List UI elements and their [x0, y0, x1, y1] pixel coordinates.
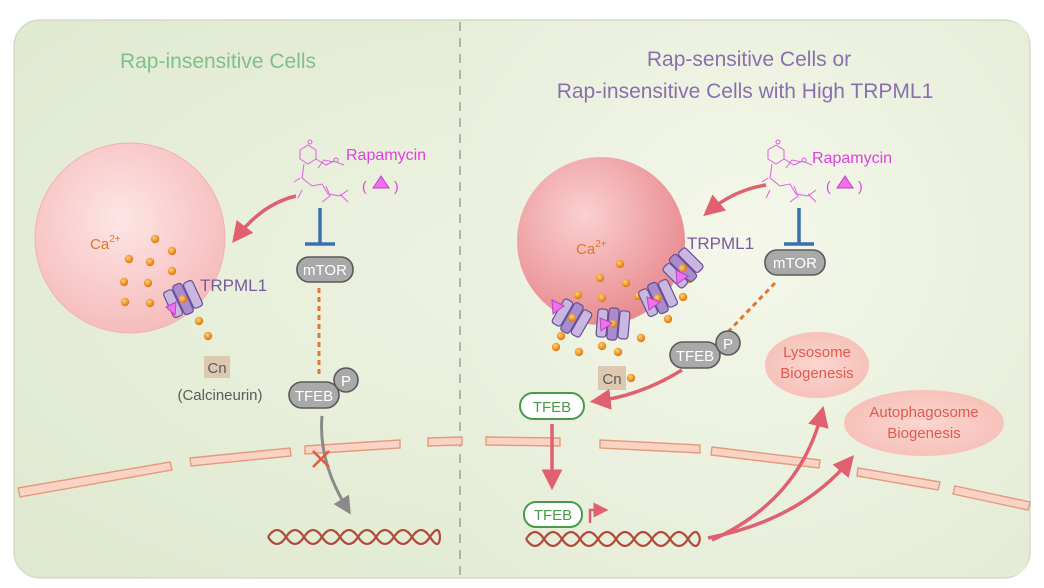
tfeb-active-pill — [519, 392, 585, 420]
rapamycin-paren-close-left: ) — [394, 178, 399, 194]
trpml1-label-right: TRPML1 — [687, 234, 754, 253]
arrow-to-lysosome-biogenesis — [711, 405, 829, 542]
tfeb-phospho-pill-left — [288, 381, 340, 409]
mtor-pill-right — [764, 249, 826, 276]
dna-left — [267, 528, 442, 546]
arrow-to-autophagosome-biogenesis — [707, 455, 855, 540]
tfeb-label-left: TFEB — [295, 388, 333, 405]
autophagosome-biogenesis-line1: Autophagosome — [869, 404, 978, 421]
mtor-label-right: mTOR — [773, 255, 817, 272]
arrow-rapamycin-to-trpml1-left — [232, 194, 297, 244]
block-x-icon — [312, 450, 330, 468]
calcineurin-box-left — [204, 356, 230, 378]
mtor-tfeb-link-right — [722, 281, 777, 338]
right-panel-title-line2: Rap-insensitive Cells with High TRPML1 — [557, 80, 934, 103]
calcium-ions-left — [119, 234, 213, 341]
ca-label-right: Ca2+ — [576, 239, 607, 258]
lysosome-biogenesis-bubble — [765, 332, 869, 398]
arrow-rapamycin-to-trpml1-right — [703, 183, 767, 217]
rapamycin-label-left: Rapamycin — [346, 147, 426, 164]
tfeb-phospho-pill-right — [669, 341, 721, 369]
rapamycin-molecule-right — [761, 139, 817, 203]
autophagosome-biogenesis-bubble — [844, 390, 1004, 456]
lysosome-right — [517, 157, 685, 325]
tfeb-phospho-label-right: TFEB — [676, 348, 714, 365]
rapamycin-paren-close-right: ) — [858, 178, 863, 194]
calcineurin-label-left: (Calcineurin) — [177, 387, 262, 404]
trpml1-channel-right-4 — [662, 247, 704, 289]
inhibition-rapamycin-mtor-right — [784, 208, 814, 246]
lysosome-biogenesis-line2: Biogenesis — [780, 365, 853, 382]
phosphate-circle-left — [333, 367, 359, 393]
cn-label-right: Cn — [602, 371, 621, 388]
left-panel-title: Rap-insensitive Cells — [120, 50, 316, 73]
mtor-pill-left — [296, 256, 354, 283]
cn-label-left: Cn — [207, 360, 226, 377]
rapamycin-triangles-right — [551, 269, 689, 332]
tfeb-nuclear-pill — [523, 501, 583, 528]
phosphate-label-right: P — [723, 336, 733, 353]
transcription-start-arrow — [588, 502, 609, 523]
nuclear-membrane — [17, 436, 1031, 511]
tfeb-active-label: TFEB — [533, 399, 571, 416]
mtor-label-left: mTOR — [303, 262, 347, 279]
rapamycin-molecule-left — [293, 139, 349, 203]
blocked-translocation-arrow-left — [320, 415, 351, 515]
rapamycin-triangle-left-channel — [165, 301, 177, 317]
inhibition-rapamycin-mtor-left — [305, 208, 335, 246]
ca-label-left: Ca2+ — [90, 234, 121, 253]
tfeb-nuclear-label: TFEB — [534, 507, 572, 524]
dna-right — [525, 530, 702, 548]
lysosome-biogenesis-line1: Lysosome — [783, 344, 851, 361]
rapamycin-triangle-legend-right — [836, 175, 854, 189]
right-panel-title-line1: Rap-sensitive Cells or — [647, 48, 851, 71]
phosphate-circle-right — [715, 330, 741, 356]
phosphate-label-left: P — [341, 373, 351, 390]
trpml1-label-left: TRPML1 — [200, 276, 267, 295]
arrow-dephosphorylation — [589, 368, 683, 410]
rapamycin-paren-open-left: ( — [362, 178, 367, 194]
calcineurin-box-right — [598, 366, 626, 390]
rapamycin-label-right: Rapamycin — [812, 150, 892, 167]
autophagosome-biogenesis-line2: Biogenesis — [887, 425, 960, 442]
rapamycin-triangle-legend-left — [372, 175, 390, 189]
rapamycin-paren-open-right: ( — [826, 178, 831, 194]
trpml1-channel-right-1 — [551, 298, 593, 338]
